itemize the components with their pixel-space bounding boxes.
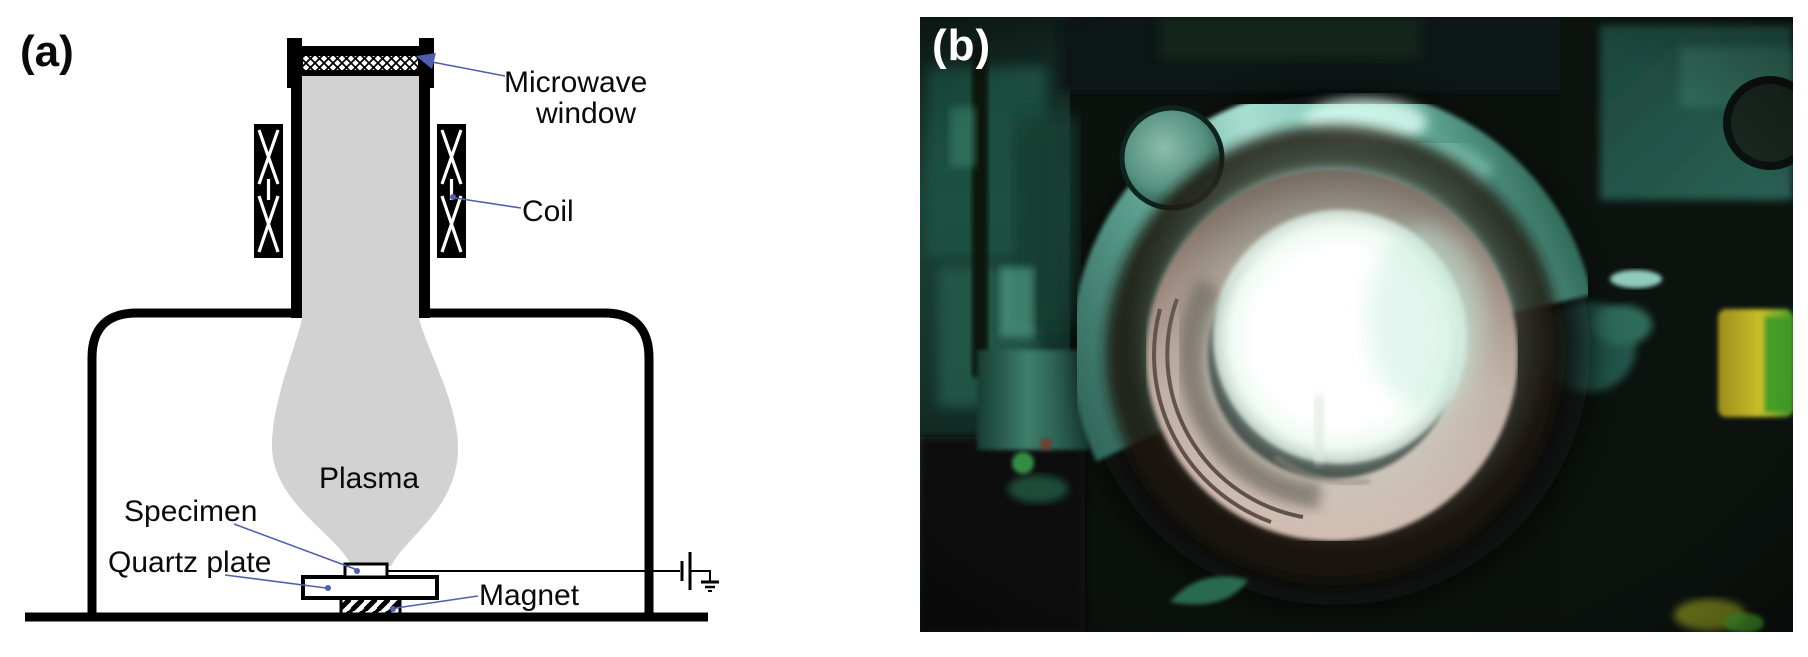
plasma-plume [272,72,458,566]
magnet-leader [395,595,479,609]
plasma-label: Plasma [319,462,419,495]
coil-label: Coil [522,195,574,228]
quartz-plate-leader [224,574,327,589]
microwave-window-label-line1: Microwave [504,66,647,99]
coil-left [254,124,283,258]
photo-recreation [920,17,1793,632]
microwave-window [287,38,434,88]
panel-a-schematic: (a) Microwave window Coil Plasma Specime… [0,0,740,657]
specimen [343,562,389,579]
specimen-label: Specimen [124,495,257,528]
panel-b-photograph: (b) [920,17,1793,632]
schematic-drawing: (a) Microwave window Coil Plasma Specime… [20,27,719,622]
magnet [339,596,402,617]
quartz-plate-label: Quartz plate [108,546,271,579]
microwave-window-label-line2: window [535,97,636,130]
microwave-window-leader [431,61,506,77]
specimen-leader [233,523,356,570]
coil-right [437,124,466,258]
vacuum-chamber [87,308,654,621]
panel-a-label: (a) [20,27,74,76]
coil-leader [454,197,522,209]
magnet-label: Magnet [479,579,580,612]
panel-b-label: (b) [932,21,992,70]
vignette-overlay [920,17,1793,632]
bias-battery-ground [387,552,719,592]
waveguide-tube [291,72,430,318]
leader-lines [224,53,522,612]
microwave-window-arrow [416,53,436,69]
